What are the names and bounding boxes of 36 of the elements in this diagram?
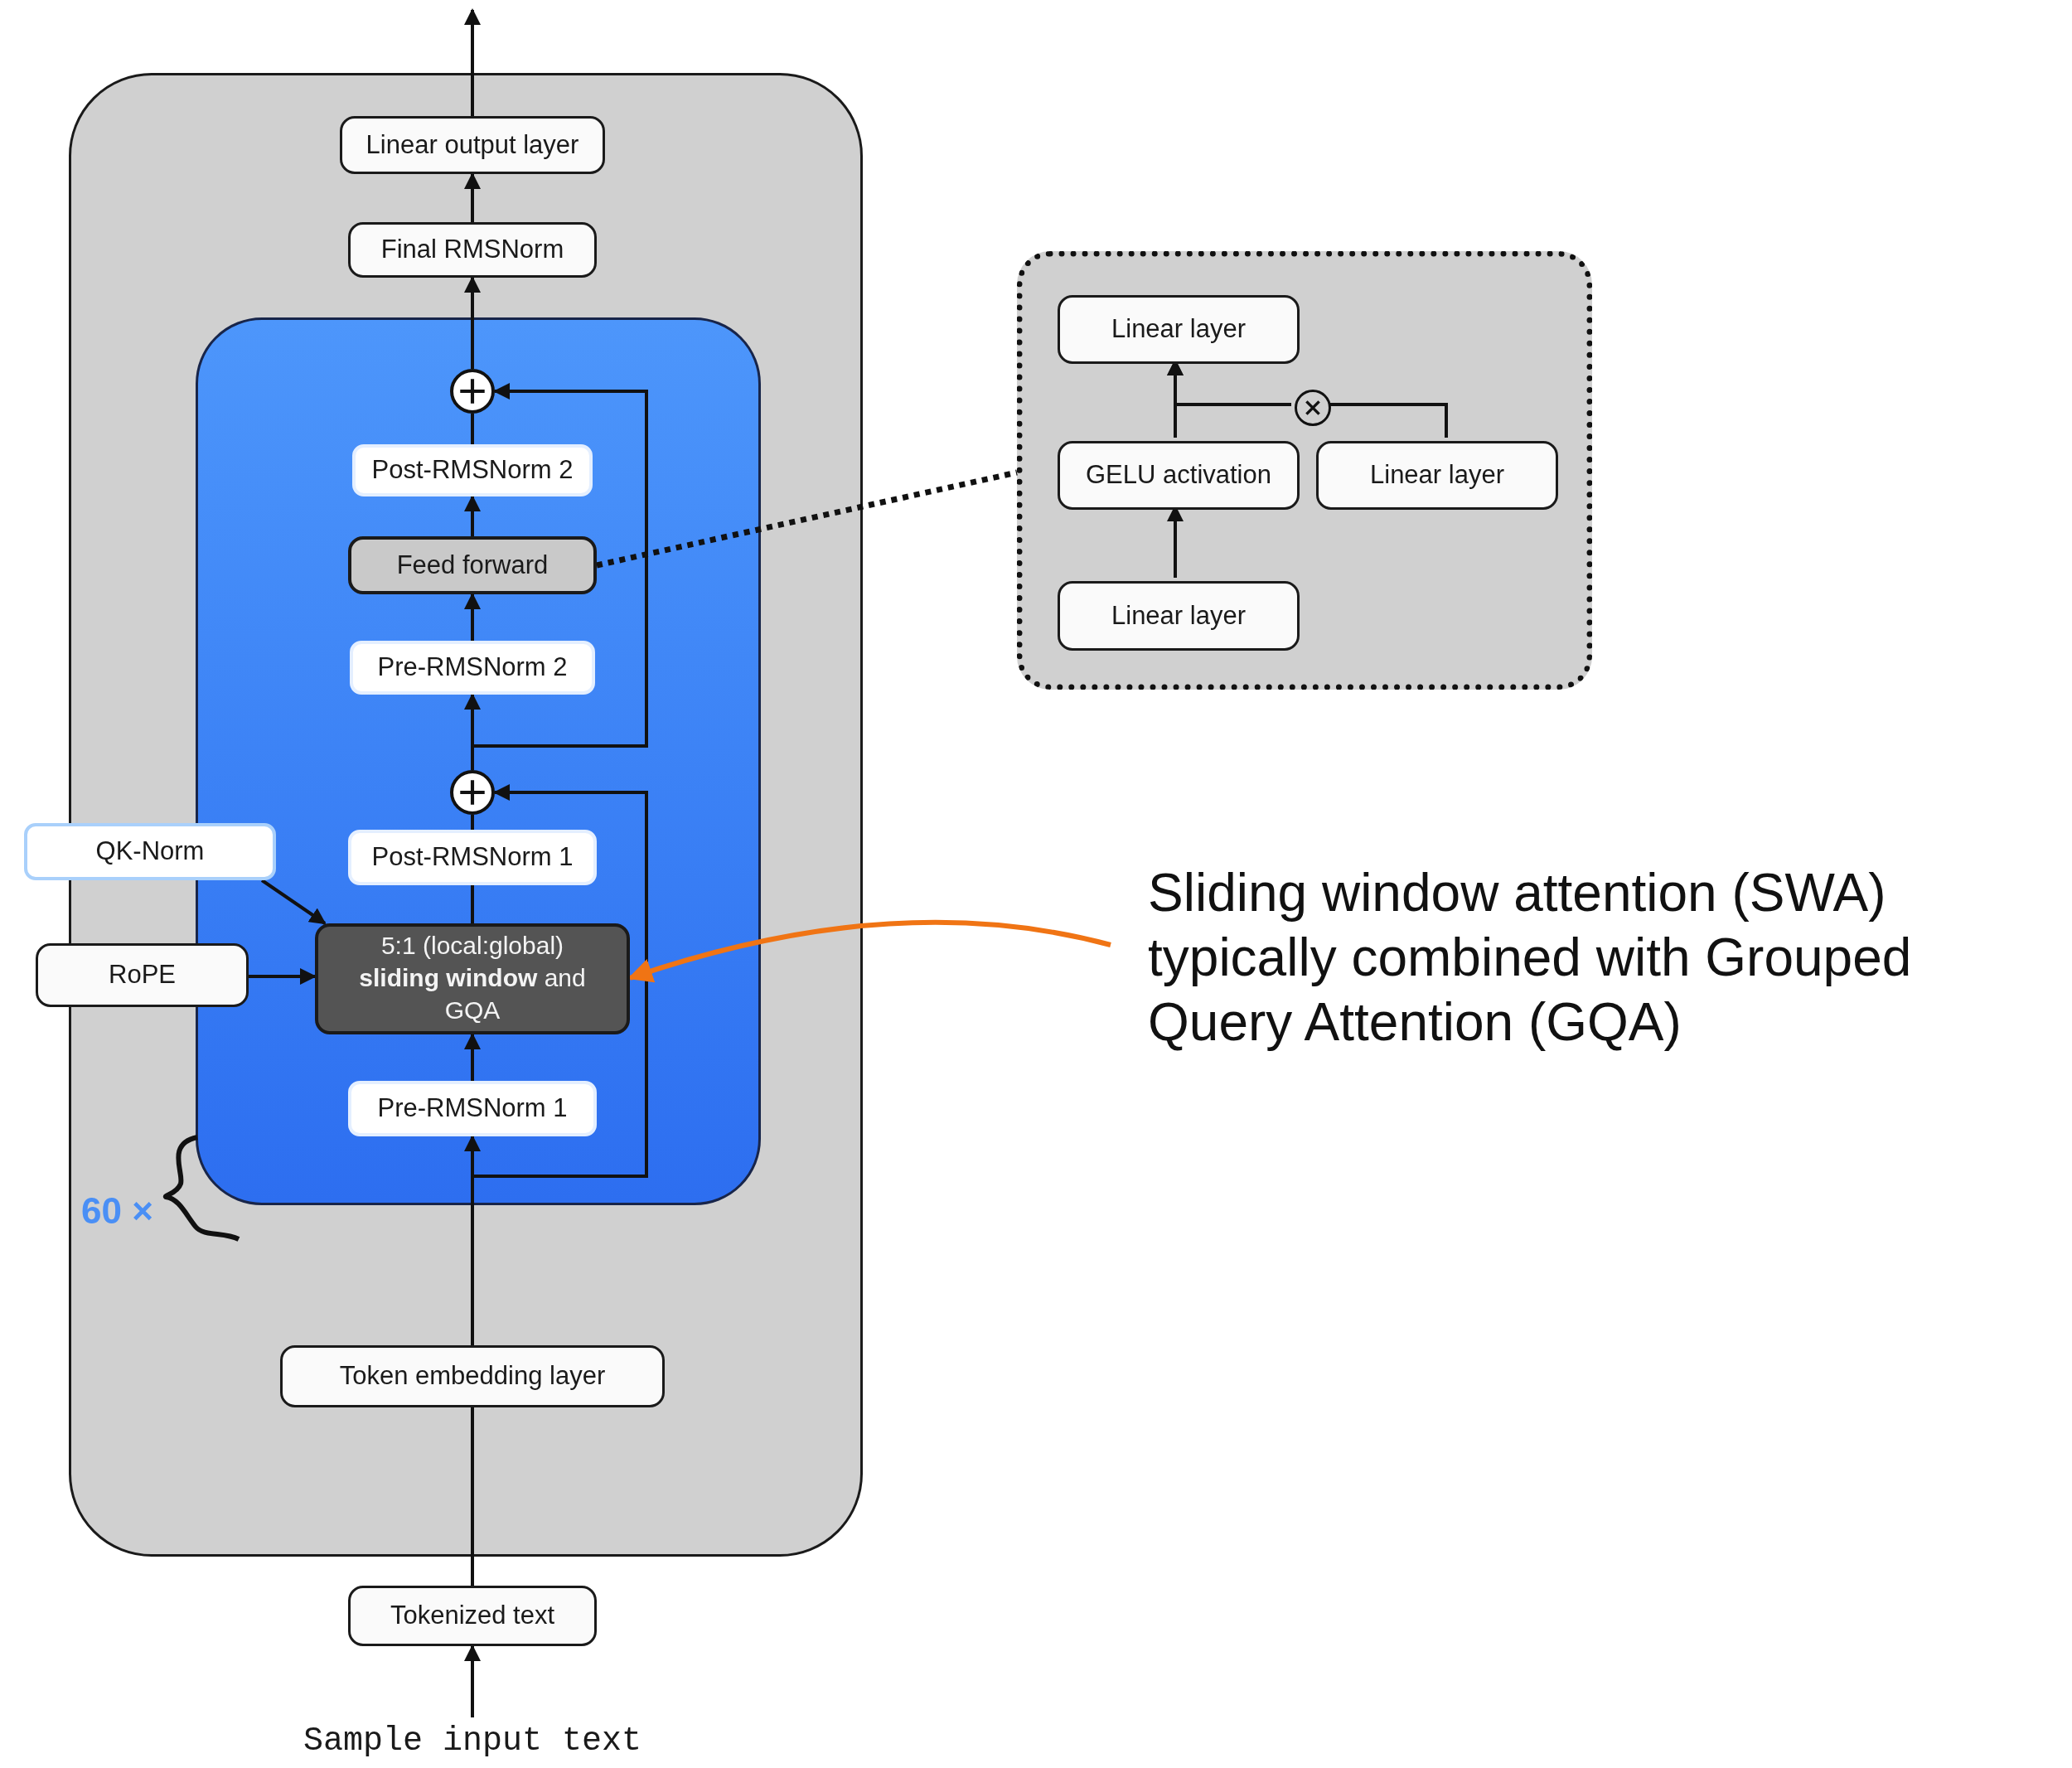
arrow [464, 276, 481, 369]
arrow [260, 879, 327, 925]
arrow [249, 968, 317, 985]
arrow [464, 8, 481, 116]
annotation-text: Sliding window attention (SWA) typically combined with Grouped Query Attention (GQA) [1111, 845, 2068, 1069]
connector-line [471, 414, 474, 444]
layer-box: Linear output layer [340, 116, 605, 174]
layer-box: Linear layer [1058, 295, 1300, 364]
feed-forward-detail-panel [1017, 251, 1592, 690]
layer-box: Linear layer [1316, 441, 1558, 510]
repeat-count: 60 × [81, 1189, 153, 1233]
feed-forward-box: Feed forward [348, 536, 597, 594]
arrow [464, 1644, 481, 1717]
arrow [464, 593, 481, 641]
arrow [464, 172, 481, 222]
dotted-line [596, 469, 1018, 569]
rope-box: RoPE [36, 943, 249, 1007]
norm-box: Pre-RMSNorm 2 [350, 641, 595, 695]
connector-line [471, 885, 474, 923]
input-text: Sample input text [274, 1717, 671, 1766]
layer-box: Linear layer [1058, 581, 1300, 651]
norm-box: Post-RMSNorm 1 [348, 830, 597, 885]
layer-box: Token embedding layer [280, 1345, 665, 1407]
connector-line [471, 815, 474, 830]
connector-line [471, 1407, 474, 1586]
input-box: Tokenized text [348, 1586, 597, 1646]
layer-box: Final RMSNorm [348, 222, 597, 278]
activation-box: GELU activation [1058, 441, 1300, 510]
norm-box: Pre-RMSNorm 1 [348, 1081, 597, 1136]
attention-box: 5:1 (local:global) sliding window and GQA [315, 923, 630, 1034]
norm-box: QK-Norm [24, 823, 276, 880]
curved-arrow [627, 919, 1111, 983]
norm-box: Post-RMSNorm 2 [352, 444, 593, 496]
model-container [69, 73, 863, 1557]
arrow [464, 495, 481, 536]
arrow [464, 1033, 481, 1081]
